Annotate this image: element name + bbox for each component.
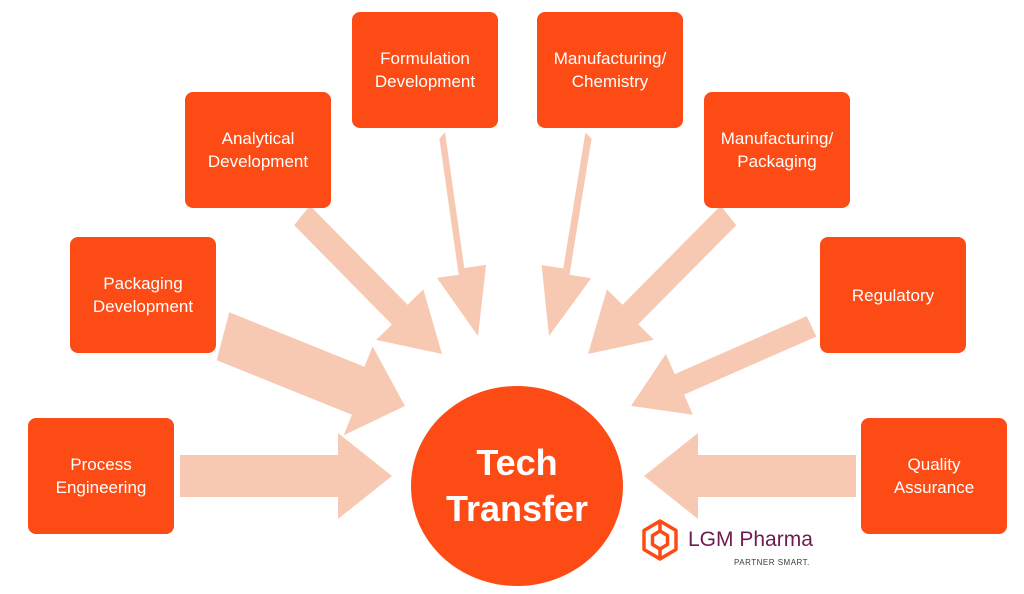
arrow-packaging-development	[216, 312, 405, 436]
node-regulatory: Regulatory	[820, 237, 966, 353]
node-packaging-development: Packaging Development	[70, 237, 216, 353]
arrow-process-engineering	[180, 433, 392, 519]
node-formulation-development: Formulation Development	[352, 12, 498, 128]
center-tech-transfer: Tech Transfer	[411, 386, 623, 586]
arrow-manufacturing-chemistry	[541, 132, 592, 336]
company-logo: LGM Pharma PARTNER SMART.	[638, 516, 818, 572]
arrow-quality-assurance	[644, 433, 856, 519]
arrow-manufacturing-packaging	[588, 205, 737, 354]
node-analytical-development: Analytical Development	[185, 92, 331, 208]
arrow-regulatory	[631, 316, 817, 415]
node-quality-assurance: Quality Assurance	[861, 418, 1007, 534]
logo-name: LGM Pharma	[688, 528, 813, 551]
logo-tagline: PARTNER SMART.	[734, 558, 810, 567]
arrow-analytical-development	[294, 205, 442, 354]
arrow-formulation-development	[436, 132, 487, 336]
logo-mark-icon	[642, 519, 678, 561]
node-manufacturing-packaging: Manufacturing/ Packaging	[704, 92, 850, 208]
node-process-engineering: Process Engineering	[28, 418, 174, 534]
node-manufacturing-chemistry: Manufacturing/ Chemistry	[537, 12, 683, 128]
